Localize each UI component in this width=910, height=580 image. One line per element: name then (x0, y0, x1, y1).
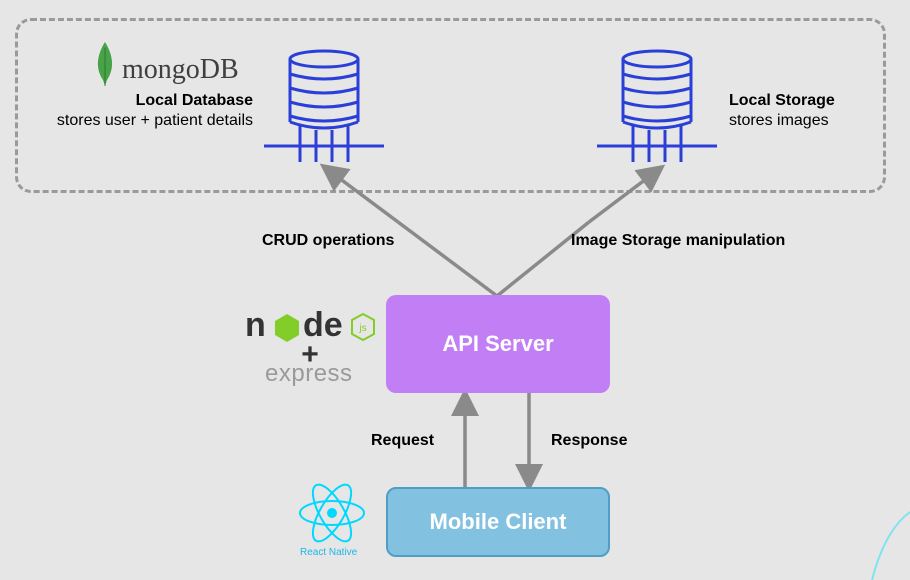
react-logo-icon (299, 483, 365, 543)
express-logo-text: express (265, 360, 353, 387)
local-storage-desc: stores images (729, 112, 829, 129)
crud-arrow-line-1 (396, 220, 499, 298)
database-icon (264, 49, 384, 162)
svg-text:js: js (358, 323, 366, 334)
react-native-logo-text: React Native (300, 547, 358, 558)
local-storage-title: Local Storage (729, 92, 835, 109)
mongodb-logo-text: mongoDB (122, 54, 239, 85)
local-database-label: Local Database stores user + patient det… (44, 91, 253, 131)
nodejs-logo: n de js + (245, 306, 375, 371)
storage-icon (597, 49, 717, 162)
svg-text:n: n (245, 306, 266, 344)
svg-text:+: + (301, 338, 319, 371)
crud-arrow-line-2 (319, 163, 400, 224)
crud-label: CRUD operations (262, 232, 395, 249)
api-server-node: API Server (386, 295, 610, 393)
corner-arc-decoration (871, 511, 910, 580)
mobile-client-node: Mobile Client (386, 487, 610, 557)
image-storage-label: Image Storage manipulation (571, 232, 786, 249)
local-storage-label: Local Storage stores images (729, 91, 835, 131)
response-label: Response (551, 432, 628, 449)
arrows (319, 163, 666, 492)
image-arrow-line-2 (587, 164, 666, 224)
request-label: Request (371, 432, 435, 449)
image-arrow-line-1 (495, 220, 591, 298)
local-database-desc: stores user + patient details (56, 112, 253, 129)
local-database-title: Local Database (135, 92, 253, 109)
storage-group-box (15, 18, 886, 193)
svg-text:de: de (303, 306, 343, 344)
